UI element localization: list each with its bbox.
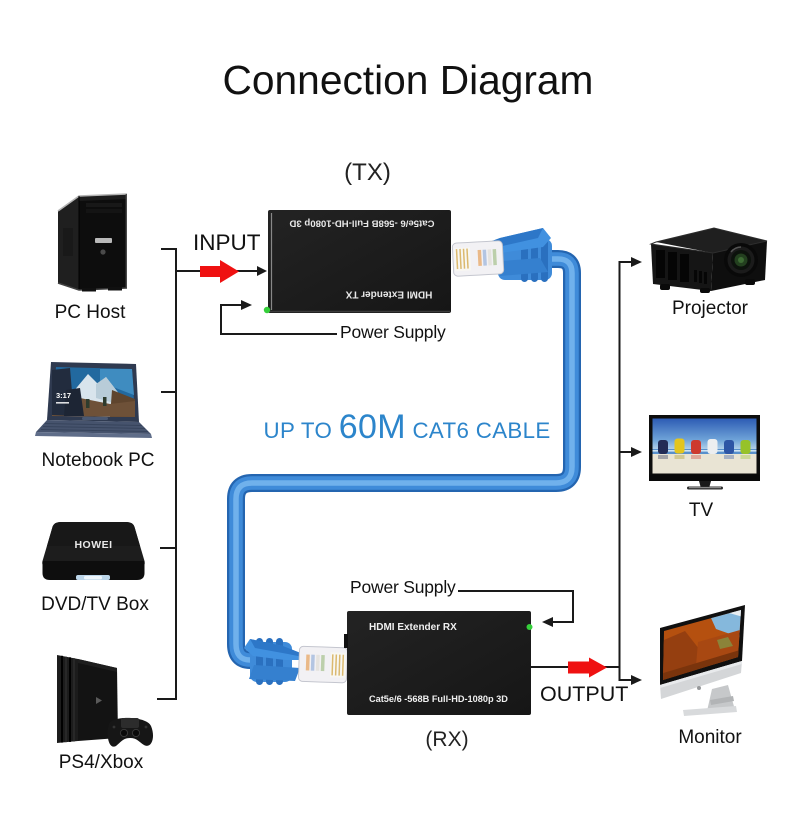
svg-text:3:17: 3:17 [56, 391, 71, 400]
svg-text:HDMI Extender RX: HDMI Extender RX [369, 622, 457, 633]
svg-text:HOWEI: HOWEI [74, 539, 112, 551]
svg-text:HDMI Extender TX: HDMI Extender TX [345, 289, 432, 300]
svg-text:Cat5e/6 -568B Full-HD-1080p 3: Cat5e/6 -568B Full-HD-1080p 3D [369, 694, 508, 704]
svg-text:Cat5e/6 -568B Full-HD-1080p 3: Cat5e/6 -568B Full-HD-1080p 3D [289, 218, 434, 229]
